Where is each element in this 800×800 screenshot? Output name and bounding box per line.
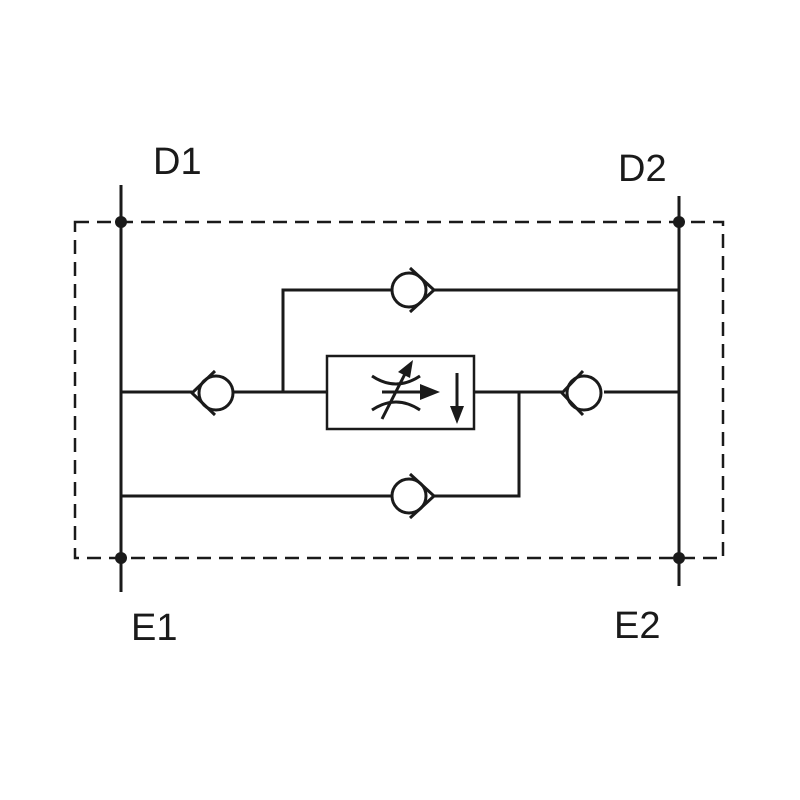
- check-valve-icon: [390, 266, 437, 314]
- junction-d1: [115, 216, 127, 228]
- port-label-d2: D2: [618, 148, 667, 190]
- port-label-e2: E2: [614, 605, 660, 647]
- top-branch-line: [281, 288, 392, 392]
- check-valve-icon: [189, 369, 235, 417]
- junction-e2: [673, 552, 685, 564]
- valve-enclosure: [73, 220, 725, 560]
- junction-d2: [673, 216, 685, 228]
- port-label-e1: E1: [131, 607, 177, 649]
- bottom-branch-line-right: [434, 392, 521, 498]
- check-valve-icon: [559, 369, 603, 417]
- junction-e1: [115, 552, 127, 564]
- check-valve-icon: [390, 472, 437, 520]
- adjustable-flow-control-icon: [325, 354, 476, 431]
- port-label-d1: D1: [153, 141, 202, 183]
